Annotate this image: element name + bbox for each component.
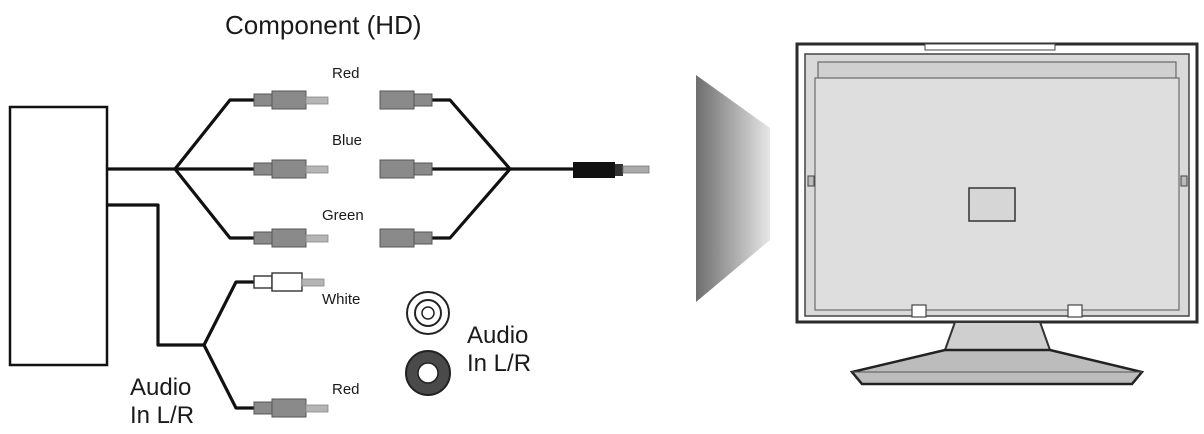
cable-label-green: Green: [322, 207, 364, 224]
tv-back-panel: [795, 42, 1199, 386]
audio-cable: [107, 203, 256, 410]
audio-in-label-jacks-line2: In L/R: [467, 350, 532, 377]
green-rca-plug-left: [253, 228, 329, 248]
audio-red-rca-plug: [253, 398, 329, 418]
red-audio-jack-icon: [405, 350, 451, 396]
audio-in-label-left: Audio In L/R: [130, 374, 194, 430]
component-cable-left: [107, 98, 256, 240]
white-audio-jack-icon: [406, 291, 450, 335]
audio-in-label-left-line2: In L/R: [130, 402, 195, 429]
cable-label-red: Red: [332, 65, 360, 82]
white-rca-plug: [253, 272, 325, 292]
red-rca-plug-left: [253, 90, 329, 110]
blue-rca-plug-left: [253, 159, 329, 179]
red-rca-plug-right: [379, 90, 433, 110]
audio-in-label-jacks: Audio In L/R: [467, 322, 531, 378]
mini-jack-plug: [573, 162, 650, 178]
cable-label-white: White: [322, 291, 361, 308]
cable-label-audio-red: Red: [332, 381, 360, 398]
audio-in-label-jacks-line1: Audio: [467, 322, 529, 349]
cable-label-blue: Blue: [332, 132, 363, 149]
blue-rca-plug-right: [379, 159, 433, 179]
green-rca-plug-right: [379, 228, 433, 248]
diagram-title: Component (HD): [225, 10, 422, 40]
component-cable-right: [430, 98, 575, 240]
audio-in-label-left-line1: Audio: [130, 374, 192, 401]
view-beam: [696, 75, 770, 302]
source-device-box: [8, 105, 109, 367]
